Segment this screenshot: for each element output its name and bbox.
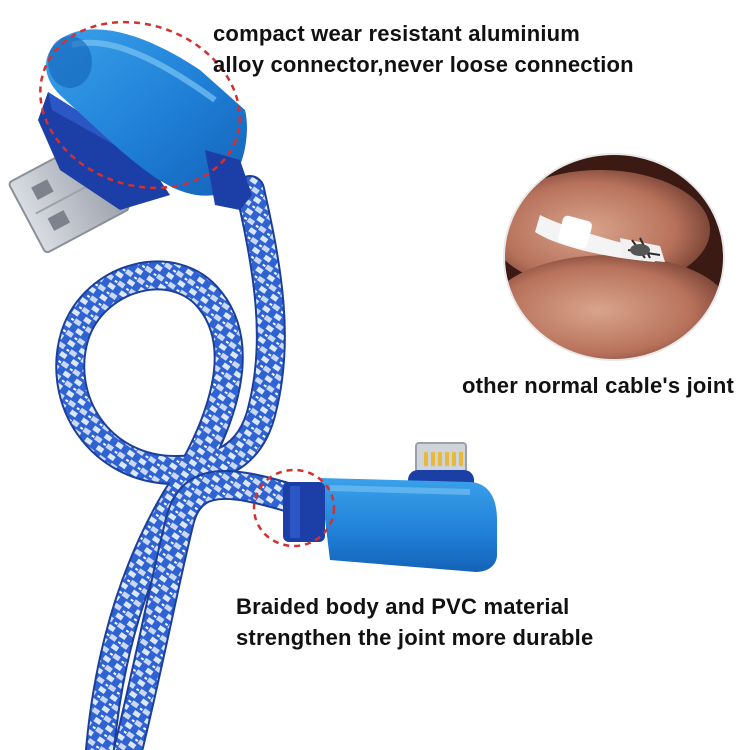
frayed-cable-photo (504, 154, 724, 360)
other-cable-caption: other normal cable's joint (462, 373, 735, 398)
braided-caption-line2: strengthen the joint more durable (236, 625, 594, 650)
lightning-connector-icon (283, 442, 497, 572)
connector-caption-line1: compact wear resistant aluminium (213, 21, 581, 46)
connector-caption-line2: alloy connector,never loose connection (213, 52, 634, 77)
joint-highlight (252, 468, 336, 548)
connector-caption: compact wear resistant aluminium alloy c… (213, 18, 634, 80)
braided-caption-line1: Braided body and PVC material (236, 594, 570, 619)
usb-a-connector-icon (8, 29, 252, 254)
connector-highlight (39, 20, 241, 190)
braided-cable (55, 175, 305, 750)
braided-caption: Braided body and PVC material strengthen… (236, 591, 593, 653)
